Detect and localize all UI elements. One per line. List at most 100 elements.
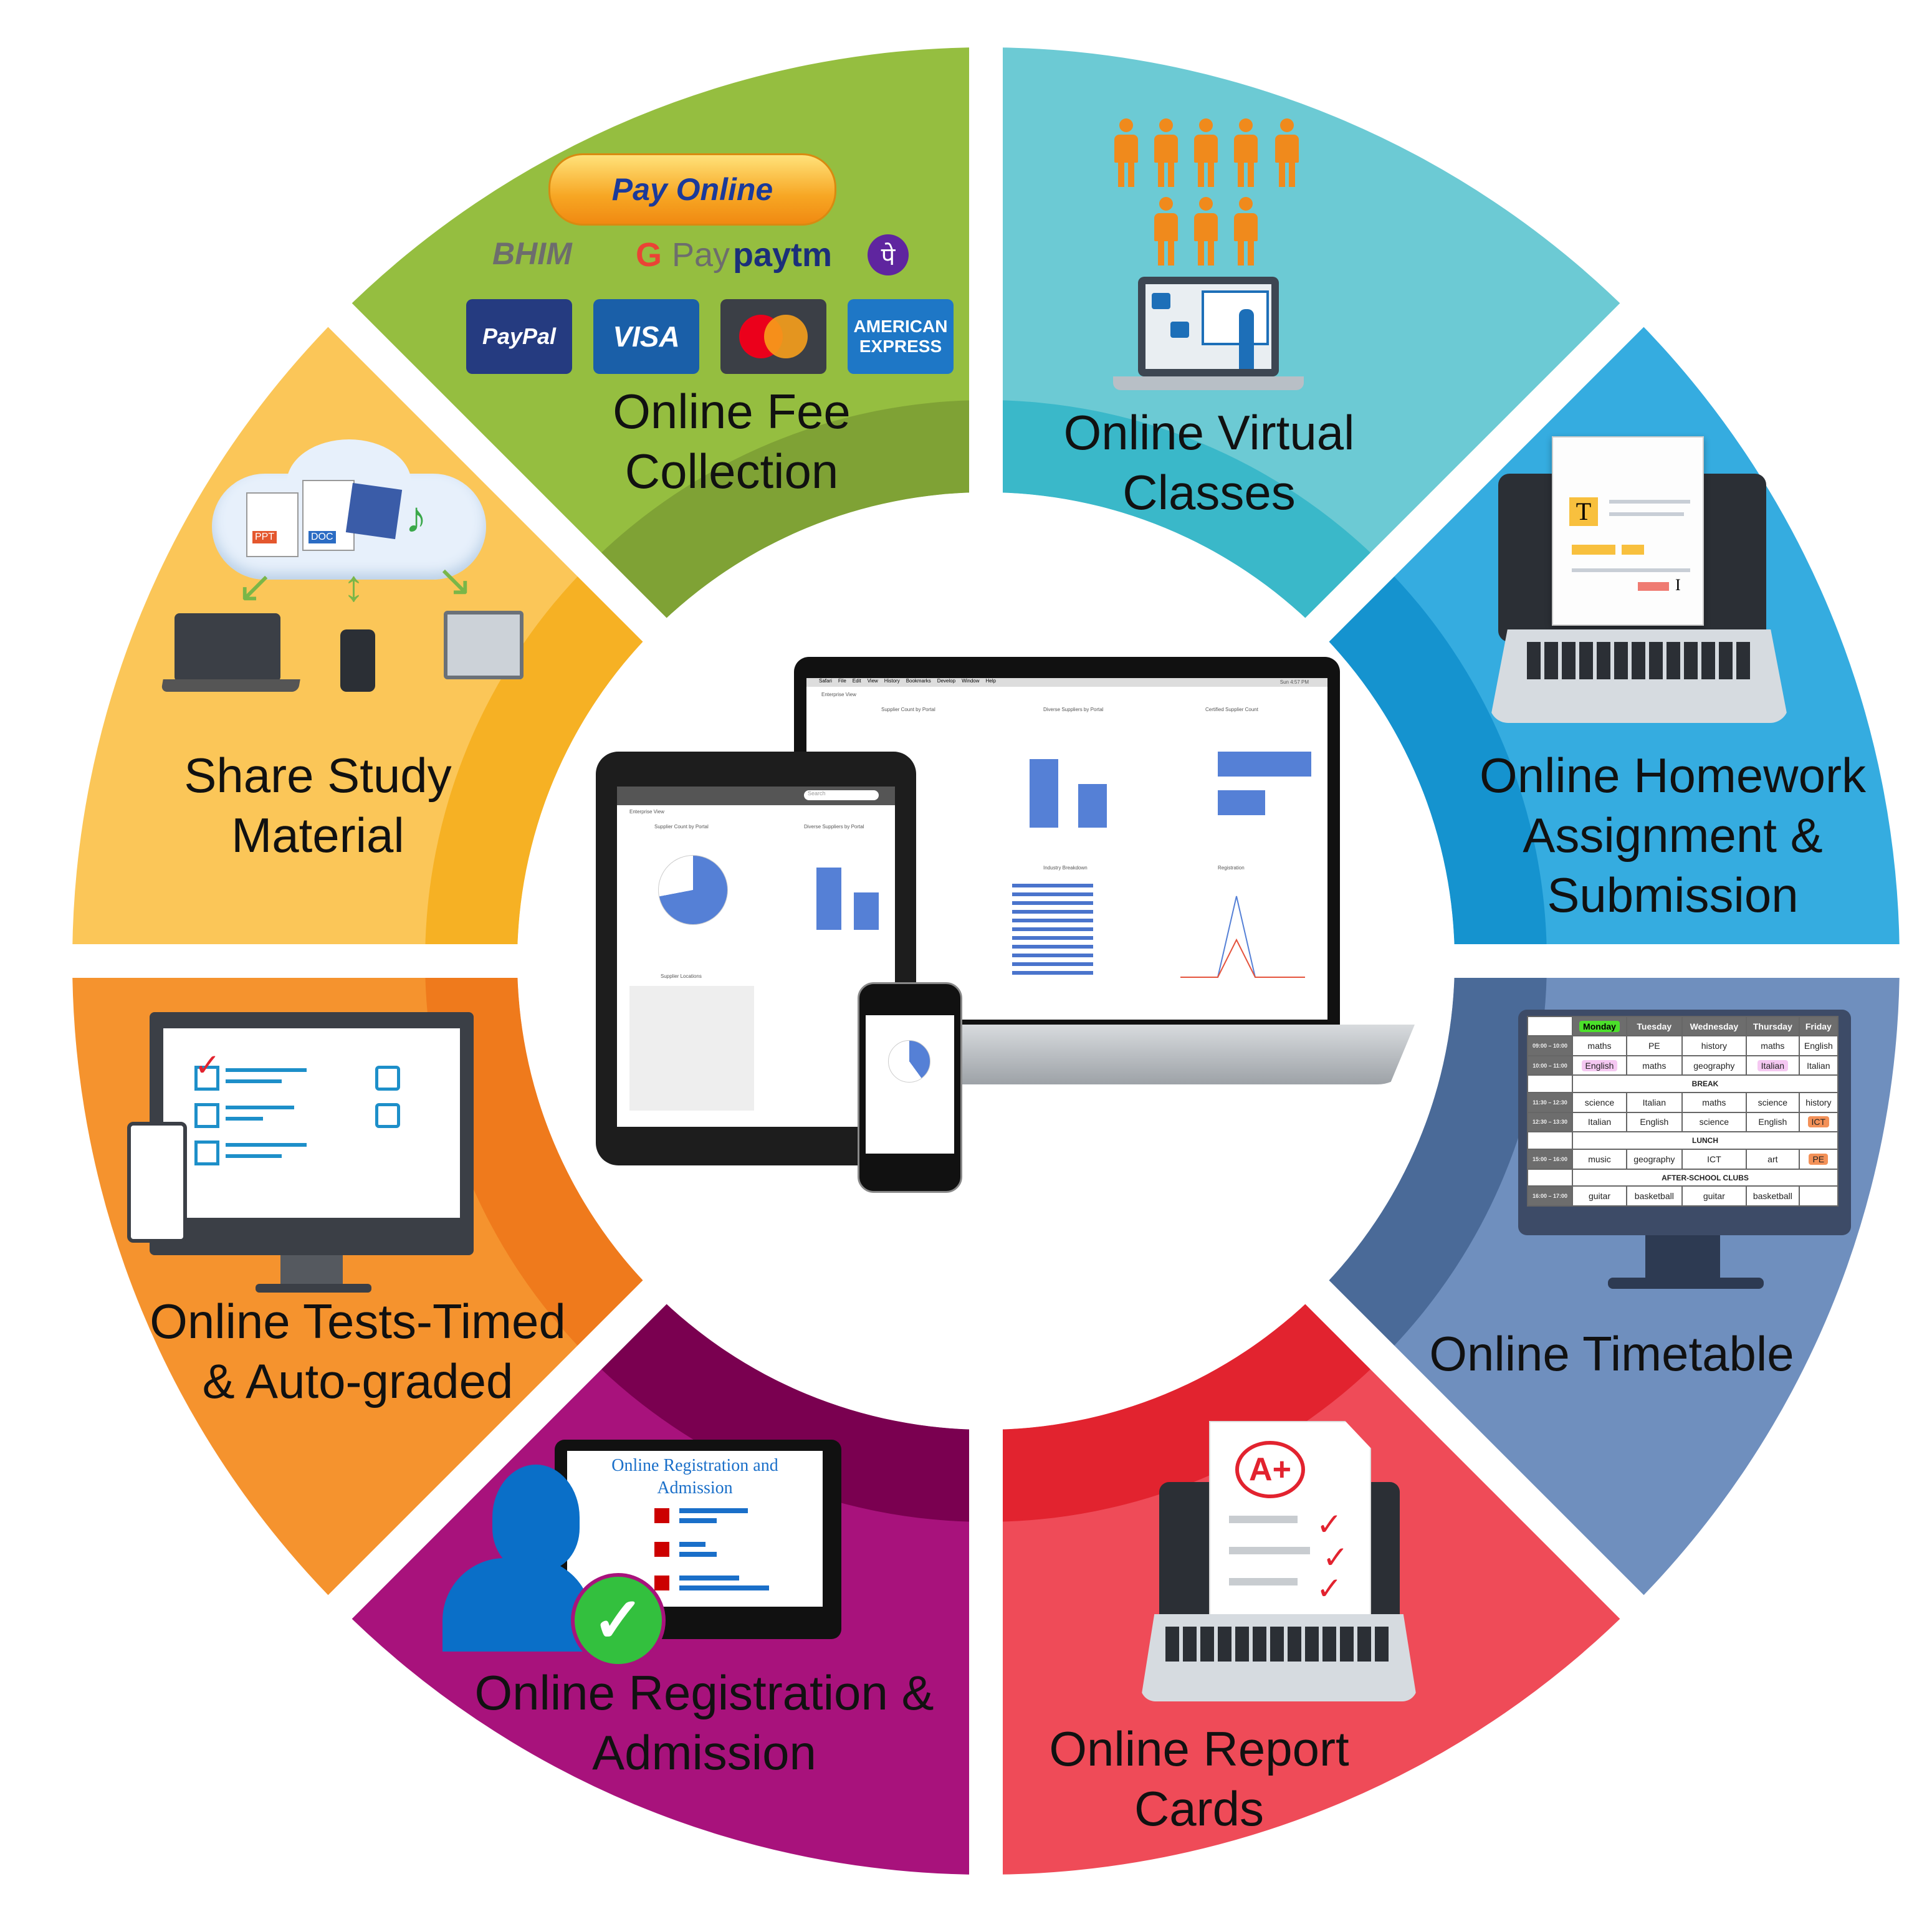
tablet-device: Search Enterprise View Supplier Count by… xyxy=(596,752,916,1165)
report-card-paper: A+ ✓ ✓ ✓ xyxy=(1209,1421,1371,1617)
monitor-base xyxy=(1608,1278,1764,1289)
label-line: Collection xyxy=(624,444,839,499)
subject-label: ICT xyxy=(1807,1116,1830,1128)
segment-inner-band-tests xyxy=(425,961,655,1358)
label-line: Online Registration & xyxy=(474,1665,934,1720)
amex-line2: EXPRESS xyxy=(859,337,942,356)
text-tool-icon: T xyxy=(1569,497,1598,526)
time-slot: 09:00 – 10:00 xyxy=(1527,1035,1573,1056)
student-body xyxy=(1275,135,1299,163)
doc-line xyxy=(1609,500,1690,504)
form-line xyxy=(679,1542,705,1547)
label-line: Online Homework xyxy=(1480,748,1866,803)
subject-label: science xyxy=(1699,1117,1729,1127)
download-arrow-icon: ↙ xyxy=(237,562,274,611)
grade-a-plus-badge: A+ xyxy=(1235,1441,1305,1498)
subject-cell: maths xyxy=(1681,1092,1748,1113)
student-body xyxy=(1114,135,1138,163)
student-body xyxy=(1234,135,1258,163)
subject-cell: English xyxy=(1746,1111,1800,1133)
registration-line-chart xyxy=(1180,896,1305,978)
student-body xyxy=(1154,213,1178,241)
label-line: Online Tests-Timed xyxy=(150,1294,566,1349)
student-head xyxy=(1199,197,1213,211)
subject-cell: basketball xyxy=(1746,1185,1800,1207)
subject-cell: PE xyxy=(1625,1035,1683,1056)
student-icon xyxy=(1113,118,1138,187)
subject-label: maths xyxy=(1642,1060,1667,1071)
form-line xyxy=(679,1508,748,1513)
report-line xyxy=(1229,1547,1310,1554)
subject-label: English xyxy=(1804,1041,1833,1051)
amex-card: AMERICAN EXPRESS xyxy=(848,299,954,374)
student-head xyxy=(1199,118,1213,132)
chart-title: Supplier Locations xyxy=(661,973,702,979)
subject-cell: maths xyxy=(1572,1035,1627,1056)
student-body xyxy=(1234,213,1258,241)
doc-highlight xyxy=(1638,582,1669,591)
menu-item: View xyxy=(867,678,878,684)
subject-label: Italian xyxy=(1587,1117,1612,1127)
subject-label: basketball xyxy=(1753,1191,1792,1202)
student-legs xyxy=(1238,239,1254,265)
phone-device xyxy=(858,982,962,1193)
student-head xyxy=(1159,197,1173,211)
teacher-icon xyxy=(1239,309,1254,369)
pie-chart xyxy=(888,1040,930,1083)
registration-screen-title: Online Registration and Admission xyxy=(567,1455,823,1499)
subject-label: art xyxy=(1767,1154,1778,1164)
classroom-laptop-base xyxy=(1113,376,1304,390)
subject-label: basketball xyxy=(1634,1191,1674,1202)
subject-label: English xyxy=(1758,1117,1787,1127)
subject-cell: Italian xyxy=(1798,1054,1839,1076)
chart-title: Diverse Suppliers by Portal xyxy=(804,824,864,830)
subject-cell: guitar xyxy=(1681,1185,1748,1207)
paytm-logo: paytm xyxy=(733,236,833,274)
student-head xyxy=(1280,118,1294,132)
label-line: Online Timetable xyxy=(1429,1326,1794,1381)
empty-cell xyxy=(1527,1074,1573,1094)
student-icon xyxy=(1153,197,1178,265)
question-bubble-icon xyxy=(1170,322,1189,338)
subject-cell: PE xyxy=(1798,1149,1839,1170)
text-cursor-icon: I xyxy=(1675,576,1681,594)
subject-cell: science xyxy=(1681,1111,1748,1133)
image-file-icon xyxy=(345,482,403,540)
label-line: Assignment & xyxy=(1523,808,1823,863)
form-bullet xyxy=(654,1508,669,1523)
bar-mark xyxy=(1030,759,1058,828)
download-arrow-icon: ↘ xyxy=(436,556,473,605)
day-header: Tuesday xyxy=(1625,1015,1683,1037)
day-label: Tuesday xyxy=(1637,1021,1672,1031)
label-line: Admission xyxy=(592,1725,816,1780)
day-label: Monday xyxy=(1579,1020,1620,1032)
report-laptop-keyboard xyxy=(1141,1614,1417,1701)
menu-item: Window xyxy=(962,678,980,684)
doc-highlight xyxy=(1622,545,1644,555)
segment-inner-band-registration xyxy=(589,1292,986,1522)
segment-inner-band-timetable xyxy=(1317,961,1547,1358)
label-line: Material xyxy=(231,808,404,863)
subject-label: guitar xyxy=(1703,1191,1725,1202)
subject-label: PE xyxy=(1809,1153,1829,1165)
report-line xyxy=(1229,1516,1298,1523)
doc-label: DOC xyxy=(308,531,336,543)
student-icon xyxy=(1274,118,1299,187)
subject-cell: history xyxy=(1681,1035,1748,1056)
chart-title: Supplier Count by Portal xyxy=(654,824,709,830)
empty-cell xyxy=(1527,1131,1573,1150)
student-head xyxy=(1119,118,1133,132)
subject-cell: English xyxy=(1572,1054,1627,1076)
form-bullet xyxy=(654,1542,669,1557)
student-legs xyxy=(1158,161,1174,187)
bar-mark xyxy=(1078,784,1107,828)
student-icon xyxy=(1233,118,1258,187)
subject-label: Italian xyxy=(1807,1060,1830,1071)
monitor-stand xyxy=(1645,1235,1720,1278)
label-line: Online Virtual xyxy=(1063,405,1355,460)
answer-box-icon xyxy=(375,1066,400,1091)
checkmark-icon: ✓ xyxy=(1316,1507,1342,1542)
